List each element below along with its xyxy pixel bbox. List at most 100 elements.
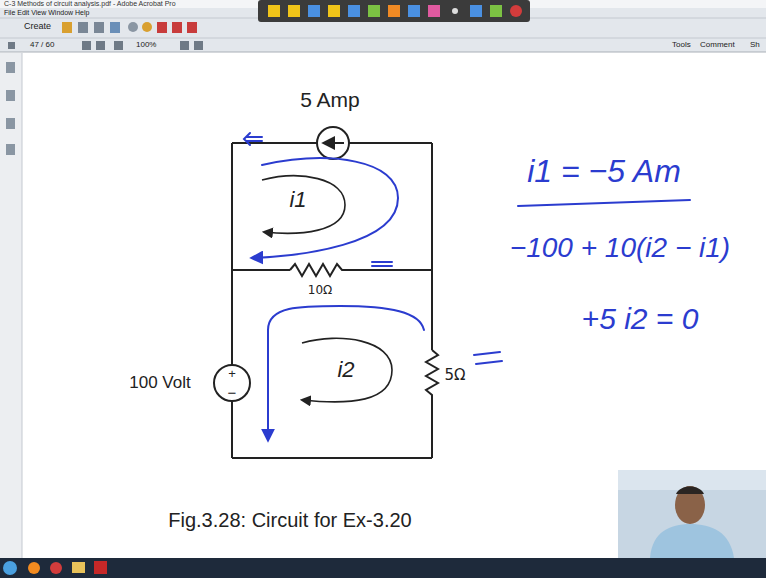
icon bbox=[288, 5, 300, 17]
taskbar bbox=[0, 558, 766, 578]
app-icon bbox=[72, 562, 85, 573]
icon bbox=[194, 41, 203, 50]
app-icon bbox=[28, 562, 40, 574]
page-number: 47 / 60 bbox=[30, 41, 54, 50]
current-arrow bbox=[324, 142, 344, 144]
ink-loop bbox=[252, 158, 398, 258]
side-panel bbox=[0, 53, 22, 558]
page-number-holder: 47 / 60 bbox=[30, 41, 54, 50]
wire bbox=[232, 142, 317, 144]
presenter-video bbox=[618, 470, 766, 558]
toolbar-area bbox=[0, 0, 766, 52]
icon bbox=[187, 22, 197, 33]
source-value: 5 Amp bbox=[298, 88, 362, 111]
mesh-current-loop bbox=[302, 338, 392, 402]
icon bbox=[110, 22, 120, 33]
separator bbox=[22, 53, 23, 558]
start-button bbox=[3, 561, 17, 575]
icon bbox=[128, 22, 138, 32]
zoom-level: 100% bbox=[136, 41, 156, 50]
app-icon bbox=[94, 561, 107, 574]
icon bbox=[6, 90, 15, 101]
figure-caption-holder: Fig.3.28: Circuit for Ex-3.20 bbox=[168, 509, 411, 531]
toolbar-tab-holder: Tools bbox=[672, 41, 691, 50]
presenter-head bbox=[675, 486, 705, 524]
wire bbox=[232, 269, 290, 271]
handwritten-equation-holder: +5 i2 = 0 bbox=[582, 302, 699, 335]
handwritten-equation-holder: i1 = −5 Am bbox=[527, 154, 681, 189]
handwritten-equation: −100 + 10(i2 − i1) bbox=[510, 233, 730, 264]
presenter-hair bbox=[676, 487, 704, 495]
resistor-symbol bbox=[290, 264, 346, 276]
polarity-mark: + bbox=[228, 367, 236, 381]
figure-caption: Fig.3.28: Circuit for Ex-3.20 bbox=[168, 509, 411, 531]
resistor-value-holder: 10Ω bbox=[306, 284, 334, 297]
mesh-current-loop bbox=[262, 176, 345, 233]
ink-arrow bbox=[372, 262, 392, 266]
icon bbox=[96, 41, 105, 50]
toolbar-tab: Comment bbox=[700, 41, 735, 50]
toolbar-tab: Tools bbox=[672, 41, 691, 50]
icon bbox=[180, 41, 189, 50]
ink-arrow bbox=[244, 133, 262, 145]
icon bbox=[94, 22, 104, 33]
ink-loop bbox=[268, 306, 424, 440]
video-frame bbox=[618, 470, 766, 558]
ink-equals bbox=[474, 352, 502, 364]
window-title-holder: C-3 Methods of circuit analysis.pdf - Ad… bbox=[4, 0, 176, 8]
toolbar-button: Create bbox=[24, 22, 51, 32]
handwritten-equation: +5 i2 = 0 bbox=[582, 302, 699, 335]
icon bbox=[114, 41, 123, 50]
icon bbox=[308, 5, 320, 17]
presenter-shirt bbox=[650, 524, 734, 558]
resistor-value-holder: 5Ω bbox=[442, 367, 467, 384]
circuit-wires bbox=[214, 127, 438, 458]
icon bbox=[82, 41, 91, 50]
app-icon bbox=[50, 562, 62, 574]
handwritten-equation: i1 = −5 Am bbox=[527, 154, 681, 189]
ink-annotations bbox=[244, 133, 690, 440]
icon bbox=[142, 22, 152, 32]
current-source-symbol bbox=[317, 127, 349, 159]
toolbar-icons bbox=[8, 22, 203, 50]
separator bbox=[0, 38, 766, 39]
resistor-value: 10Ω bbox=[306, 284, 334, 297]
icon bbox=[6, 144, 15, 155]
icon bbox=[348, 5, 360, 17]
polarity-mark: − bbox=[228, 385, 237, 402]
icon bbox=[8, 42, 15, 49]
voltage-source-symbol bbox=[214, 365, 250, 401]
wire bbox=[232, 457, 432, 459]
zoom-level-holder: 100% bbox=[136, 41, 156, 50]
icon bbox=[428, 5, 440, 17]
icon bbox=[78, 22, 88, 33]
icon bbox=[470, 5, 482, 17]
icon bbox=[6, 118, 15, 129]
icon bbox=[62, 22, 72, 33]
source-value-holder: 100 Volt bbox=[127, 374, 192, 393]
resistor-symbol bbox=[426, 350, 438, 400]
icon bbox=[157, 22, 167, 33]
polarity-mark-holder: − bbox=[228, 385, 237, 402]
toolbar-tab-holder: Comment bbox=[700, 41, 735, 50]
wire bbox=[231, 143, 233, 365]
window-title: C-3 Methods of circuit analysis.pdf - Ad… bbox=[4, 0, 176, 8]
icon bbox=[6, 62, 15, 73]
wire bbox=[431, 143, 433, 350]
wire bbox=[231, 401, 233, 458]
mesh-current-label: i1 bbox=[287, 188, 308, 212]
icon bbox=[490, 5, 502, 17]
source-value: 100 Volt bbox=[127, 374, 192, 393]
polarity-mark-holder: + bbox=[228, 367, 236, 381]
icon bbox=[510, 5, 522, 17]
icon bbox=[172, 22, 182, 33]
toolbar-button-holder: Create bbox=[24, 22, 51, 32]
wire bbox=[349, 142, 432, 144]
ink-underline bbox=[518, 200, 690, 206]
floating-annotation-toolbar bbox=[258, 0, 530, 22]
icon bbox=[388, 5, 400, 17]
separator bbox=[0, 52, 766, 53]
handwritten-equation-holder: −100 + 10(i2 − i1) bbox=[510, 233, 730, 264]
